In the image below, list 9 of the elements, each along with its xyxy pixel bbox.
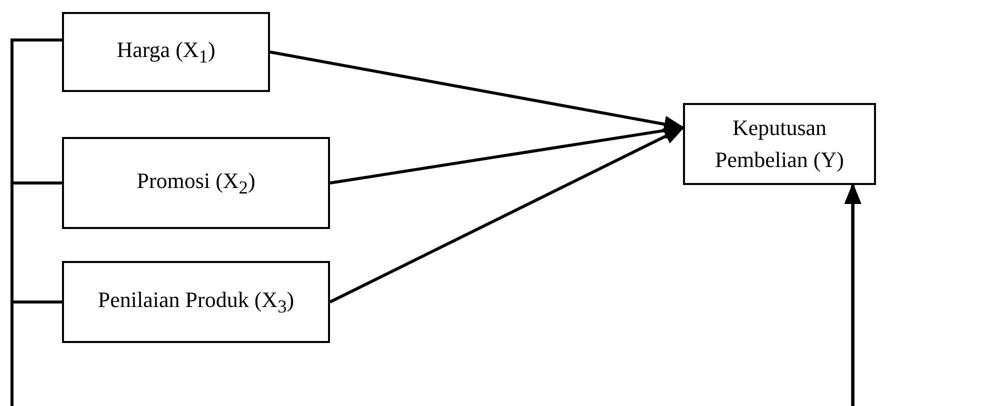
variable-box	[62, 12, 270, 92]
variable-label: Keputusan Pembelian (Y)	[714, 114, 845, 174]
variable-label: Promosi (X$_{2}$)	[136, 167, 256, 200]
variable-label: Harga (X$_{1}$)	[116, 36, 216, 68]
variable-box	[62, 261, 330, 343]
variable-box	[62, 137, 330, 229]
variable-label: Penilaian Produk (X$_{3}$)	[98, 286, 294, 318]
variable-box	[683, 103, 876, 185]
arrow	[329, 126, 685, 304]
